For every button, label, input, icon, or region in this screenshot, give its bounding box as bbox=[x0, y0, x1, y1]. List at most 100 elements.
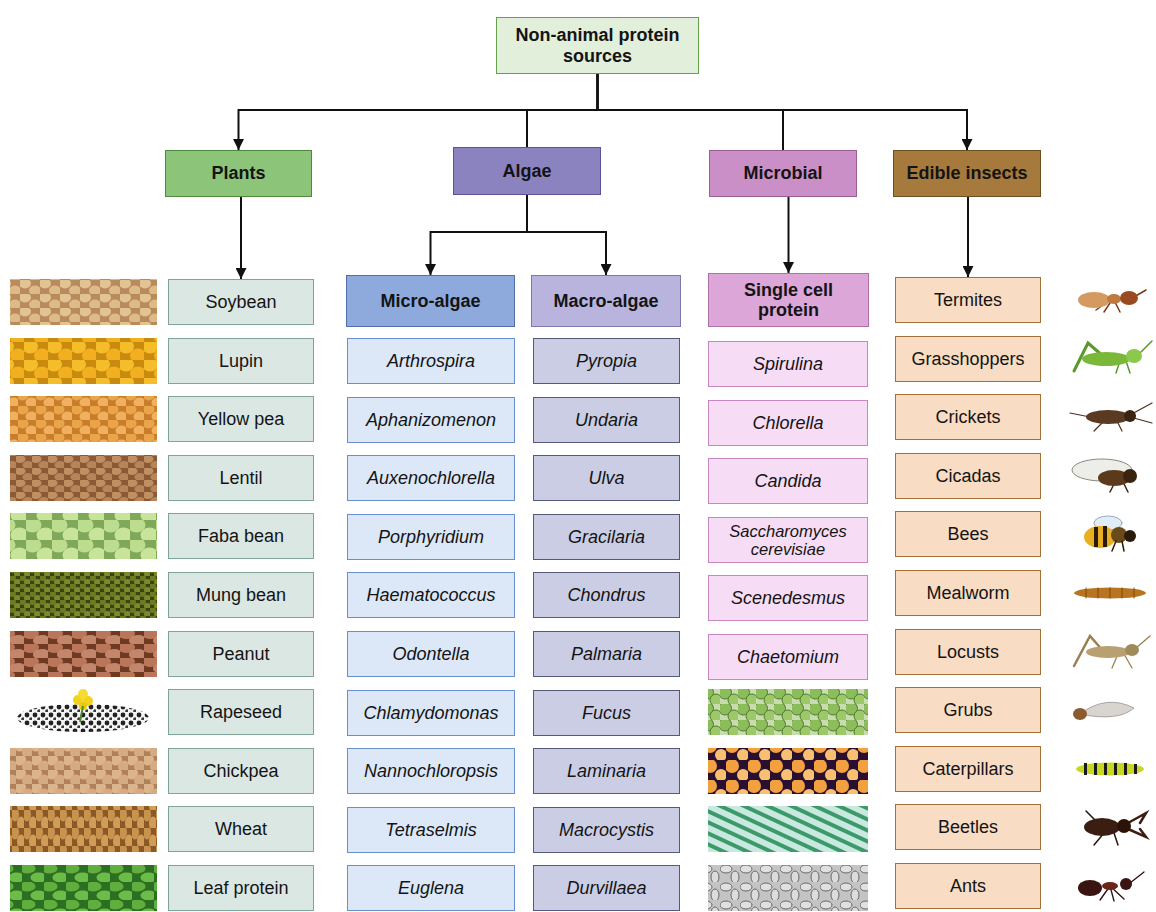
category-box: Edible insects bbox=[893, 150, 1041, 197]
connector-arrow bbox=[527, 74, 598, 147]
item-box: Lupin bbox=[168, 338, 314, 384]
node-label: Mung bean bbox=[196, 585, 286, 605]
locust-figure bbox=[1074, 636, 1150, 668]
item-box: Locusts bbox=[895, 629, 1041, 675]
item-box: Palmaria bbox=[533, 631, 680, 677]
connector-arrow bbox=[967, 197, 969, 277]
rapeseed-photo bbox=[10, 689, 157, 735]
item-box: Ulva bbox=[533, 455, 680, 501]
item-box: Laminaria bbox=[533, 748, 680, 794]
lentil-photo bbox=[10, 455, 157, 501]
node-label: Palmaria bbox=[571, 644, 642, 664]
item-box: Crickets bbox=[895, 394, 1041, 440]
node-label: Candida bbox=[754, 471, 821, 491]
connector-arrow bbox=[239, 74, 598, 150]
node-label: Caterpillars bbox=[922, 759, 1013, 779]
item-box: Faba bean bbox=[168, 513, 314, 559]
node-label: Cicadas bbox=[935, 466, 1000, 486]
node-label: Auxenochlorella bbox=[367, 468, 495, 488]
lupin-photo bbox=[10, 338, 157, 384]
node-label: Durvillaea bbox=[566, 878, 646, 898]
node-label: Single cell protein bbox=[714, 280, 863, 320]
connector-arrow bbox=[527, 195, 606, 275]
node-label: Lentil bbox=[219, 468, 262, 488]
node-label: Scenedesmus bbox=[731, 588, 845, 608]
node-label: Soybean bbox=[205, 292, 276, 312]
node-label: Termites bbox=[934, 290, 1002, 310]
node-label: Grubs bbox=[943, 700, 992, 720]
connector-arrow bbox=[240, 197, 242, 279]
item-box: Mealworm bbox=[895, 570, 1041, 616]
grasshopper-figure bbox=[1074, 341, 1152, 373]
node-label: Mealworm bbox=[926, 583, 1009, 603]
node-label: Edible insects bbox=[906, 163, 1027, 183]
node-label: Macrocystis bbox=[559, 820, 654, 840]
node-label: Euglena bbox=[398, 878, 464, 898]
micrograph-photo bbox=[708, 865, 868, 911]
node-label: Rapeseed bbox=[200, 702, 282, 722]
node-label: Tetraselmis bbox=[385, 820, 476, 840]
node-label: Odontella bbox=[392, 644, 469, 664]
cricket-figure bbox=[1070, 403, 1152, 431]
node-label: Pyropia bbox=[576, 351, 637, 371]
leaf-photo bbox=[10, 865, 157, 911]
item-box: Chlorella bbox=[708, 400, 868, 446]
faba-bean-photo bbox=[10, 513, 157, 559]
item-box: Aphanizomenon bbox=[347, 397, 515, 443]
item-box: Fucus bbox=[533, 690, 680, 736]
item-box: Rapeseed bbox=[168, 689, 314, 735]
node-label: Laminaria bbox=[567, 761, 646, 781]
wheat-photo bbox=[10, 806, 157, 852]
ant-figure bbox=[1078, 872, 1144, 901]
node-label: Chlamydomonas bbox=[363, 703, 498, 723]
node-label: Peanut bbox=[212, 644, 269, 664]
node-label: Leaf protein bbox=[193, 878, 288, 898]
grub-figure bbox=[1073, 702, 1134, 720]
node-label: Beetles bbox=[938, 817, 998, 837]
item-box: Spirulina bbox=[708, 341, 868, 387]
item-box: Ants bbox=[895, 863, 1041, 909]
node-label: Ants bbox=[950, 876, 986, 896]
item-box: Haematococcus bbox=[347, 572, 515, 618]
node-label: Chickpea bbox=[203, 761, 278, 781]
item-box: Saccharomyces cerevisiae bbox=[708, 517, 868, 563]
item-box: Peanut bbox=[168, 631, 314, 677]
filament-photo bbox=[708, 806, 868, 852]
node-label: Algae bbox=[502, 161, 551, 181]
insect-photos bbox=[1070, 290, 1152, 901]
soybean-photo bbox=[10, 279, 157, 325]
item-box: Chickpea bbox=[168, 748, 314, 794]
connector-arrow bbox=[598, 74, 784, 150]
node-label: Microbial bbox=[743, 163, 822, 183]
item-box: Auxenochlorella bbox=[347, 455, 515, 501]
item-box: Gracilaria bbox=[533, 514, 680, 560]
bee-figure bbox=[1084, 516, 1136, 551]
connector-arrow bbox=[598, 74, 968, 150]
node-label: Gracilaria bbox=[568, 527, 645, 547]
item-box: Arthrospira bbox=[347, 338, 515, 384]
node-label: Faba bean bbox=[198, 526, 284, 546]
item-box: Beetles bbox=[895, 804, 1041, 850]
green-cells-photo bbox=[708, 689, 868, 735]
seed-photos bbox=[10, 279, 157, 911]
node-label: Chondrus bbox=[567, 585, 645, 605]
termite-figure bbox=[1078, 290, 1146, 312]
yellow-pea-photo bbox=[10, 396, 157, 442]
mung-bean-photo bbox=[10, 572, 157, 618]
cicada-figure bbox=[1072, 459, 1137, 492]
item-box: Soybean bbox=[168, 279, 314, 325]
node-label: Chlorella bbox=[752, 413, 823, 433]
node-label: Crickets bbox=[935, 407, 1000, 427]
node-label: Bees bbox=[947, 524, 988, 544]
item-box: Bees bbox=[895, 511, 1041, 557]
item-box: Odontella bbox=[347, 631, 515, 677]
item-box: Porphyridium bbox=[347, 514, 515, 560]
node-label: Lupin bbox=[219, 351, 263, 371]
chickpea-photo bbox=[10, 748, 157, 794]
node-label: Non-animal protein sources bbox=[502, 25, 693, 65]
node-label: Wheat bbox=[215, 819, 267, 839]
node-label: Haematococcus bbox=[366, 585, 495, 605]
subcategory-box: Single cell protein bbox=[708, 273, 869, 327]
item-box: Mung bean bbox=[168, 572, 314, 618]
node-label: Nannochloropsis bbox=[364, 761, 498, 781]
